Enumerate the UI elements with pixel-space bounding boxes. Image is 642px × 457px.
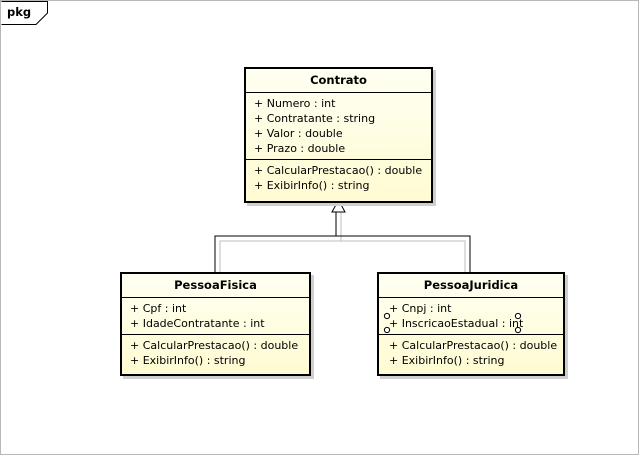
- attribute: + Prazo : double: [254, 142, 346, 155]
- operation: + CalcularPrestacao() : double: [389, 339, 558, 352]
- class-contrato[interactable]: Contrato + Numero : int + Contratante : …: [244, 67, 433, 203]
- operation: + ExibirInfo() : string: [130, 354, 246, 367]
- attribute: + Numero : int: [254, 97, 336, 110]
- operation: + CalcularPrestacao() : double: [254, 164, 423, 177]
- attribute: + InscricaoEstadual : int: [389, 317, 524, 330]
- operations-section: + CalcularPrestacao() : double + ExibirI…: [246, 159, 431, 196]
- resize-handle[interactable]: [383, 326, 391, 334]
- class-pessoa-fisica[interactable]: PessoaFisica + Cpf : int + IdadeContrata…: [120, 272, 311, 376]
- attributes-section: + Numero : int + Contratante : string + …: [246, 93, 431, 159]
- attribute: + IdadeContratante : int: [130, 317, 265, 330]
- generalization-arrowhead: [331, 198, 346, 213]
- operation: + CalcularPrestacao() : double: [130, 339, 299, 352]
- operation: + ExibirInfo() : string: [389, 354, 505, 367]
- class-pessoa-juridica[interactable]: PessoaJuridica + Cnpj : int + InscricaoE…: [377, 272, 565, 376]
- operations-section: + CalcularPrestacao() : double + ExibirI…: [122, 334, 309, 371]
- operations-section: + CalcularPrestacao() : double + ExibirI…: [379, 334, 563, 371]
- attribute: + Cpf : int: [130, 302, 187, 315]
- attribute: + Valor : double: [254, 127, 343, 140]
- class-name: PessoaFisica: [122, 274, 309, 298]
- resize-handle[interactable]: [514, 326, 522, 334]
- class-name: Contrato: [246, 69, 431, 93]
- attribute: + Cnpj : int: [389, 302, 452, 315]
- attribute: + Contratante : string: [254, 112, 376, 125]
- class-name: PessoaJuridica: [379, 274, 563, 298]
- resize-handle[interactable]: [383, 312, 391, 320]
- generalization-pessoafisica-contrato: [214, 212, 342, 272]
- attributes-section: + Cpf : int + IdadeContratante : int: [122, 298, 309, 334]
- operation: + ExibirInfo() : string: [254, 179, 370, 192]
- package-tab: [1, 1, 48, 25]
- attributes-section: + Cnpj : int + InscricaoEstadual : int: [379, 298, 563, 334]
- generalization-pessoajuridica-contrato: [336, 235, 471, 272]
- resize-handle[interactable]: [514, 312, 522, 320]
- package-label: pkg: [7, 5, 32, 19]
